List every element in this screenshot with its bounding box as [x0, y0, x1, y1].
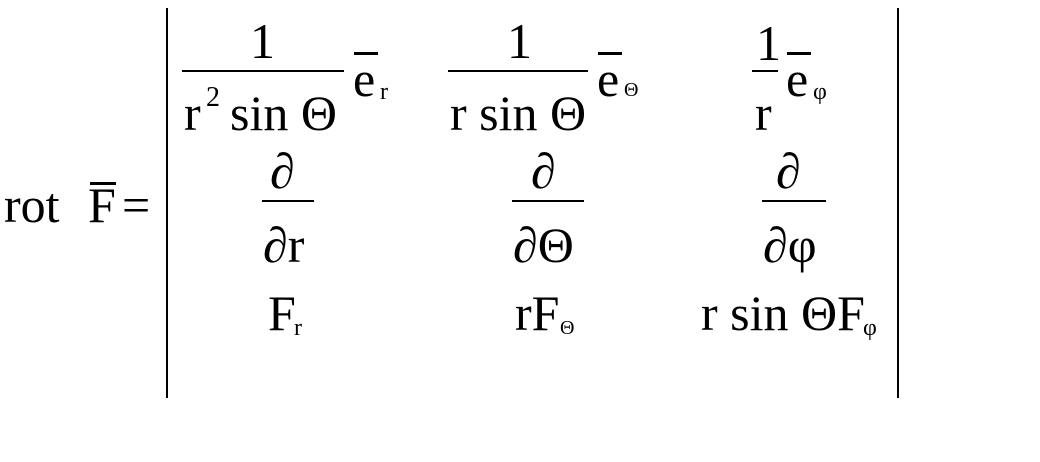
r1c3-unit-vector-subscript: φ — [813, 79, 827, 105]
r1c2-unit-vector: e — [597, 51, 620, 107]
r1c3-fraction-bar — [752, 70, 778, 72]
rot-operator: rot — [4, 177, 60, 233]
vector-F: F — [88, 177, 116, 233]
r2c3-denominator: ∂φ — [763, 217, 817, 273]
determinant-left-bar — [166, 8, 168, 398]
r1c3-numerator: 1 — [756, 15, 781, 71]
r3c1-component-subscript: r — [294, 315, 302, 341]
r1c2-numerator: 1 — [507, 13, 532, 69]
r2c1-denominator: ∂r — [263, 217, 305, 273]
r1c1-fraction-bar — [182, 70, 344, 72]
r1c3-unit-vector-bar — [787, 52, 811, 55]
equals-sign: = — [122, 177, 151, 233]
r1c1-numerator: 1 — [250, 13, 275, 69]
r1c2-denominator: r sin Θ — [450, 85, 587, 141]
r2c3-numerator: ∂ — [776, 143, 801, 199]
r1c1-denominator-r: r — [184, 85, 201, 141]
r2c1-fraction-bar — [262, 200, 314, 202]
r1c1-unit-vector: e — [353, 51, 376, 107]
r1c2-unit-vector-bar — [598, 52, 622, 55]
r3c2-component: rF — [515, 285, 560, 341]
r1c1-denominator-exponent: 2 — [206, 82, 220, 113]
r2c2-fraction-bar — [512, 200, 584, 202]
r2c3-fraction-bar — [762, 200, 826, 202]
r1c3-unit-vector: e — [786, 51, 809, 107]
r3c2-component-subscript: Θ — [560, 317, 575, 339]
r1c2-unit-vector-subscript: Θ — [624, 79, 639, 101]
r3c3-component: r sin ΘF — [701, 285, 865, 341]
r3c3-component-subscript: φ — [863, 315, 877, 341]
r1c1-unit-vector-bar — [354, 52, 378, 55]
r1c3-denominator: r — [755, 85, 772, 141]
r2c2-denominator: ∂Θ — [513, 217, 574, 273]
r2c2-numerator: ∂ — [531, 143, 556, 199]
r2c1-numerator: ∂ — [270, 143, 295, 199]
r1c1-unit-vector-subscript: r — [380, 79, 388, 105]
r1c2-fraction-bar — [448, 70, 588, 72]
vector-bar-F — [90, 182, 116, 185]
r1c1-denominator-rest: sin Θ — [230, 85, 337, 141]
r3c1-component: F — [268, 285, 296, 341]
determinant-right-bar — [897, 8, 899, 398]
